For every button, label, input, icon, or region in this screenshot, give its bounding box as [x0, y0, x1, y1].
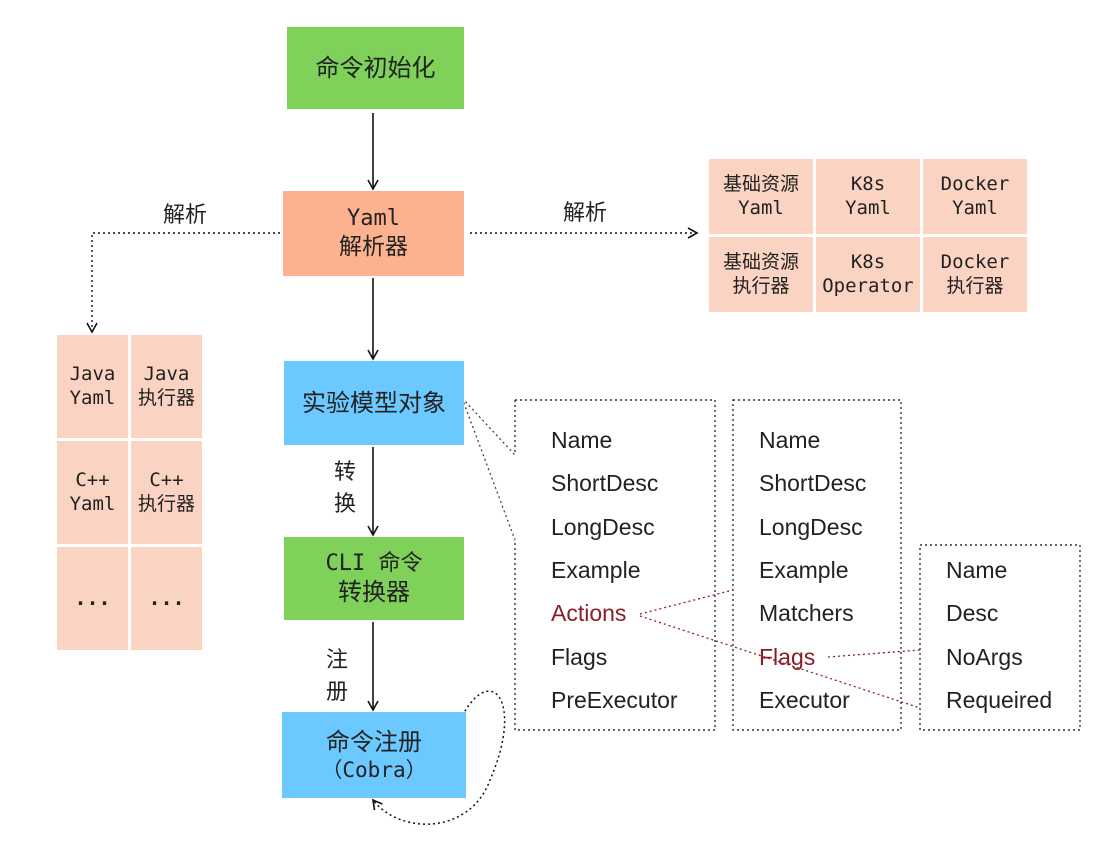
list2-item: ShortDesc — [759, 470, 867, 497]
language-grid-cell-text: C++ — [75, 468, 110, 491]
list1-item: PreExecutor — [551, 686, 678, 713]
list3-item: Name — [946, 557, 1008, 583]
cli-converter-line1: CLI 命令 — [325, 550, 423, 576]
language-grid-cell: C++Yaml — [57, 441, 128, 544]
language-grid-cell-text: Yaml — [69, 386, 116, 409]
list3-item: Desc — [946, 600, 999, 627]
language-grid-cell-text: Java — [69, 362, 116, 385]
list2-border — [732, 399, 902, 731]
resource-grid-cell-text: 基础资源 — [722, 172, 799, 195]
convert-label: 转 换 — [333, 457, 357, 521]
experiment-model-box: 实验模型对象 — [284, 361, 464, 445]
language-grid-cell-text: ... — [74, 586, 111, 610]
list2-item: Example — [759, 556, 849, 583]
list2-item: LongDesc — [759, 513, 863, 540]
list1-item: Name — [551, 427, 613, 453]
command-register-line2: （Cobra） — [321, 757, 427, 782]
register-label-1: 注 — [325, 648, 348, 673]
language-grid-cell: ... — [131, 547, 202, 650]
list1-item: Flags — [551, 643, 608, 670]
register-label: 注 册 — [325, 645, 349, 709]
list1-border — [514, 399, 716, 731]
yaml-parser-line1: Yaml — [347, 206, 400, 232]
init-label: 命令初始化 — [315, 54, 436, 82]
list1-item: ShortDesc — [551, 470, 659, 497]
resource-grid-cell-text: Operator — [822, 274, 914, 297]
resource-grid-cell-text: K8s — [850, 250, 886, 273]
list1-item: LongDesc — [551, 513, 655, 540]
resource-grid-cell-text: Yaml — [952, 196, 998, 219]
yaml-parser-box: Yaml 解析器 — [283, 191, 464, 276]
resource-grid-cell: 基础资源执行器 — [709, 237, 813, 312]
cli-converter-line2: 转换器 — [338, 578, 410, 607]
language-grid-cell-text: 执行器 — [137, 492, 195, 515]
list2-item: Flags — [759, 643, 816, 670]
register-self-loop — [371, 690, 506, 825]
language-grid-cell-text: 执行器 — [137, 386, 195, 409]
parse-left-label: 解析 — [163, 203, 208, 228]
command-register-box: 命令注册 （Cobra） — [282, 712, 466, 798]
arrow-parse-left — [86, 232, 285, 334]
list3-border — [919, 544, 1081, 731]
list2-item: Executor — [759, 686, 850, 713]
list3-item: Requeired — [946, 686, 1053, 713]
yaml-parser-line2: 解析器 — [339, 233, 408, 260]
language-grid-cell-text: Yaml — [69, 492, 116, 515]
list2-item: Matchers — [759, 600, 854, 627]
resource-grid-cell-text: Docker — [940, 250, 1010, 273]
language-grid-cell: ... — [57, 547, 128, 650]
command-register-line1: 命令注册 — [326, 727, 422, 756]
init-box: 命令初始化 — [287, 27, 464, 109]
convert-label-1: 转 — [333, 460, 356, 485]
resource-grid-cell-text: Docker — [940, 172, 1010, 195]
language-grid-cell-text: ... — [148, 586, 185, 610]
experiment-model-label: 实验模型对象 — [302, 389, 446, 417]
language-grid-cell: C++执行器 — [131, 441, 202, 544]
resource-grid-cell-text: Yaml — [738, 196, 784, 219]
parse-right-label: 解析 — [563, 201, 608, 226]
resource-grid-cell-text: K8s — [850, 172, 886, 195]
convert-label-2: 换 — [333, 491, 356, 517]
list1-item: Example — [551, 556, 641, 583]
language-grid-cell-text: C++ — [149, 468, 184, 491]
resource-grid-cell-text: Yaml — [845, 196, 891, 219]
resource-grid-cell-text: 执行器 — [732, 274, 790, 297]
list1-item: Actions — [551, 600, 627, 627]
resource-grid-cell-text: 基础资源 — [722, 250, 799, 273]
cli-converter-box: CLI 命令 转换器 — [284, 537, 464, 620]
list2-item: Name — [759, 427, 821, 453]
list3-item: NoArgs — [946, 643, 1023, 670]
register-label-2: 册 — [325, 679, 348, 705]
resource-grid-cell-text: 执行器 — [946, 274, 1004, 297]
language-grid-cell-text: Java — [143, 362, 190, 385]
